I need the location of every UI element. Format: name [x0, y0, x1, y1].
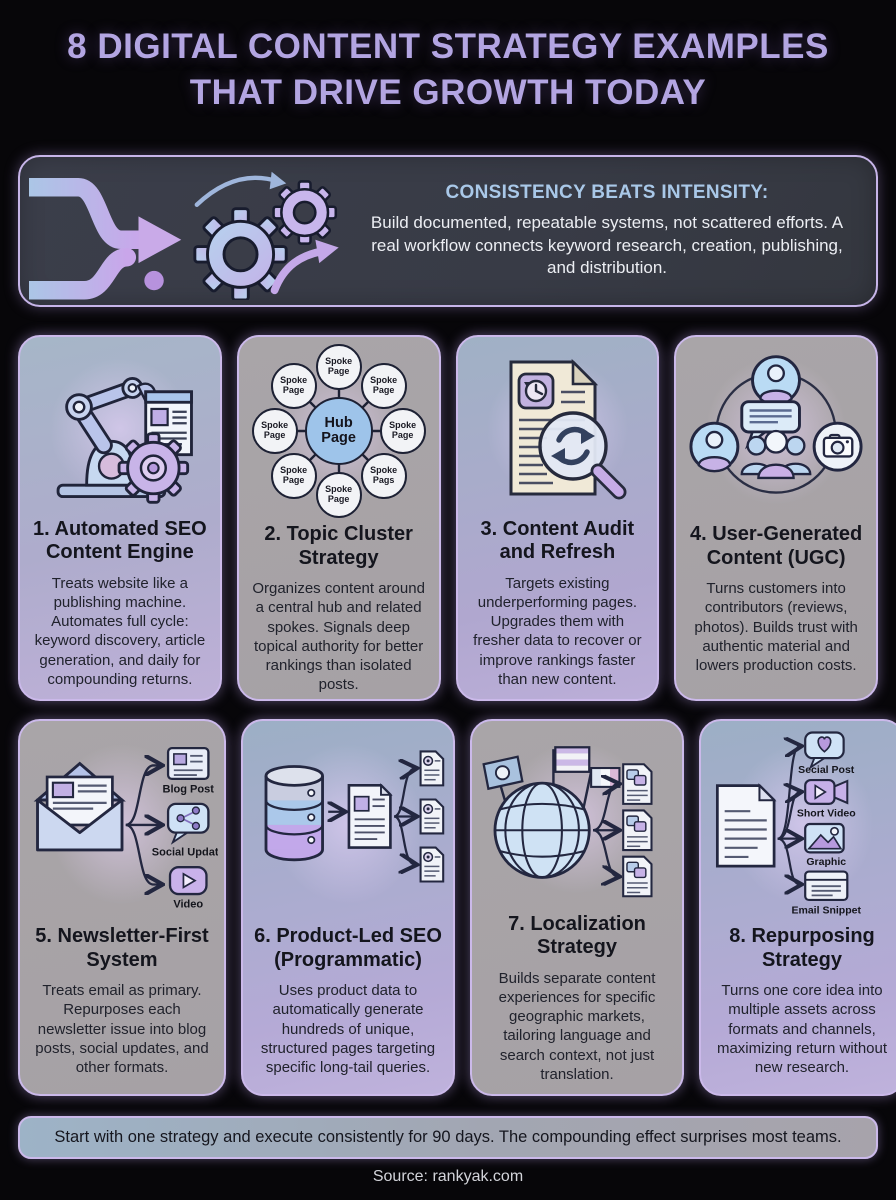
card7-title: 7. Localization Strategy	[508, 912, 646, 959]
card5-icon-zone: Blog Post Social Update	[26, 727, 218, 921]
card-ugc: 4. User-Generated Content (UGC) Turns cu…	[674, 335, 878, 701]
card7-body: Builds separate content experiences for …	[498, 969, 656, 1083]
graphic-icon	[804, 822, 845, 854]
card-repurposing: Secial Post Short Video Graphic	[699, 719, 896, 1096]
short-video-label: Short Video	[797, 808, 856, 820]
globe-icon	[493, 781, 591, 879]
card-content-audit: 3. Content Audit and Refresh Targets exi…	[455, 335, 660, 701]
envelope-icon	[33, 761, 126, 852]
card6-title: 6. Product-Led SEO (Programmatic)	[254, 925, 442, 971]
page-title-line1: 8 DIGITAL CONTENT STRATEGY EXAMPLES	[67, 27, 829, 66]
spoke-page-sw: Spoke Page	[270, 453, 317, 499]
blog-post-label: Blog Post	[162, 783, 214, 795]
social-update-label: Social Update	[152, 847, 218, 859]
card2-title: 2. Topic Cluster Strategy	[264, 523, 413, 569]
card-topic-cluster: Spoke Page Spoke Page Spoke Page Spoke P…	[236, 335, 441, 701]
card4-body: Turns customers into contributors (revie…	[694, 580, 858, 674]
gear-large-icon	[193, 207, 288, 300]
flag-stripes-icon	[552, 745, 591, 799]
card8-body: Turns one core idea into multiple assets…	[716, 982, 888, 1076]
card-localization: 7. Localization Strategy Builds separate…	[470, 719, 684, 1096]
page-title: 8 DIGITAL CONTENT STRATEGY EXAMPLES THAT…	[0, 24, 896, 116]
card5-title: 5. Newsletter-First System	[35, 925, 209, 971]
template-page-icon	[347, 783, 393, 849]
database-icon	[264, 765, 324, 862]
card-row-1: 1. Automated SEO Content Engine Treats w…	[18, 335, 878, 701]
short-video-icon	[804, 778, 849, 805]
spoke-page-w: Spoke Page	[251, 408, 298, 454]
intro-banner: CONSISTENCY BEATS INTENSITY: Build docum…	[18, 155, 878, 307]
video-label: Video	[173, 899, 203, 911]
email-snippet-label: Email Snippet	[791, 905, 861, 917]
source-document-icon	[715, 783, 777, 868]
spoke-page-e: Spoke Page	[379, 408, 426, 454]
robot-arm-document-gear-icon	[56, 377, 193, 505]
translation-glyphs	[626, 769, 648, 894]
camera-icon	[812, 421, 863, 472]
spoke-page-s: Spoke Page	[315, 472, 362, 518]
envelope-branches-icon: Blog Post Social Update	[33, 747, 218, 911]
flag-tricolor-icon	[582, 766, 621, 808]
card6-icon-zone	[249, 727, 447, 921]
banner-text: CONSISTENCY BEATS INTENSITY: Build docum…	[360, 182, 876, 279]
source-attribution: Source: rankyak.com	[372, 1168, 524, 1185]
globe-flags-icon	[482, 745, 653, 898]
spoke-page-ne: Spoke Page	[360, 363, 407, 409]
card4-title: 4. User-Generated Content (UGC)	[689, 523, 863, 569]
video-icon	[168, 866, 208, 896]
social-post-label: Secial Post	[798, 764, 855, 776]
card1-title: 1. Automated SEO Content Engine	[33, 517, 207, 564]
card5-body: Treats email as primary. Repurposes each…	[35, 982, 209, 1076]
card3-title: 3. Content Audit and Refresh	[480, 517, 635, 564]
social-post-icon	[804, 731, 845, 770]
gear-icon	[117, 432, 189, 505]
document-magnifier-refresh-icon	[509, 359, 627, 500]
graphic-label: Graphic	[806, 856, 846, 868]
banner-heading: CONSISTENCY BEATS INTENSITY:	[445, 182, 769, 204]
card8-title: 8. Repurposing Strategy	[729, 925, 875, 971]
card6-body: Uses product data to automatically gener…	[260, 982, 436, 1076]
card1-body: Treats website like a publishing machine…	[34, 574, 206, 688]
speech-bubble-icon	[740, 400, 802, 450]
people-group-icon	[740, 429, 812, 480]
email-snippet-icon	[804, 870, 849, 902]
spoke-page-n: Spoke Page	[315, 344, 362, 390]
database-to-pages-icon	[264, 750, 445, 883]
community-circle-icon	[689, 355, 863, 494]
card4-icon-zone	[682, 343, 870, 519]
card-product-led-seo: 6. Product-Led SEO (Programmatic) Uses p…	[241, 719, 455, 1096]
flow-gears-icon	[29, 171, 339, 300]
card-row-2: Blog Post Social Update	[18, 719, 896, 1096]
banner-body: Build documented, repeatable systems, no…	[370, 213, 844, 278]
spoke-page-se: Spoke Pags	[360, 453, 407, 499]
card1-icon-zone	[26, 343, 214, 514]
footer-note: Start with one strategy and execute cons…	[54, 1128, 842, 1146]
document-multi-format-icon: Secial Post Short Video Graphic	[715, 731, 862, 917]
card-automated-seo: 1. Automated SEO Content Engine Treats w…	[18, 335, 222, 701]
social-update-icon	[166, 802, 210, 845]
card-newsletter-first: Blog Post Social Update	[18, 719, 226, 1096]
card2-body: Organizes content around a central hub a…	[252, 580, 425, 694]
footer-note-bar: Start with one strategy and execute cons…	[18, 1116, 878, 1159]
card3-icon-zone	[464, 343, 652, 514]
blog-post-icon	[166, 747, 210, 781]
card3-body: Targets existing underperforming pages. …	[473, 574, 642, 688]
avatar-top-icon	[751, 355, 802, 406]
hub-and-spoke-icon: Spoke Page Spoke Page Spoke Page Spoke P…	[251, 343, 427, 519]
banner-illustration	[20, 157, 360, 305]
hub-page-node: Hub Page	[304, 397, 373, 465]
card2-icon-zone: Spoke Page Spoke Page Spoke Page Spoke P…	[245, 343, 433, 519]
generated-page-glyphs	[423, 755, 441, 877]
magnifier-refresh	[538, 411, 627, 500]
gear-small-icon	[272, 180, 338, 245]
page-title-line2: THAT DRIVE GROWTH TODAY	[189, 73, 707, 113]
avatar-left-icon	[689, 421, 740, 473]
spoke-page-nw: Spoke Page	[270, 363, 317, 409]
card8-icon-zone: Secial Post Short Video Graphic	[707, 727, 896, 921]
card7-icon-zone	[478, 727, 676, 909]
